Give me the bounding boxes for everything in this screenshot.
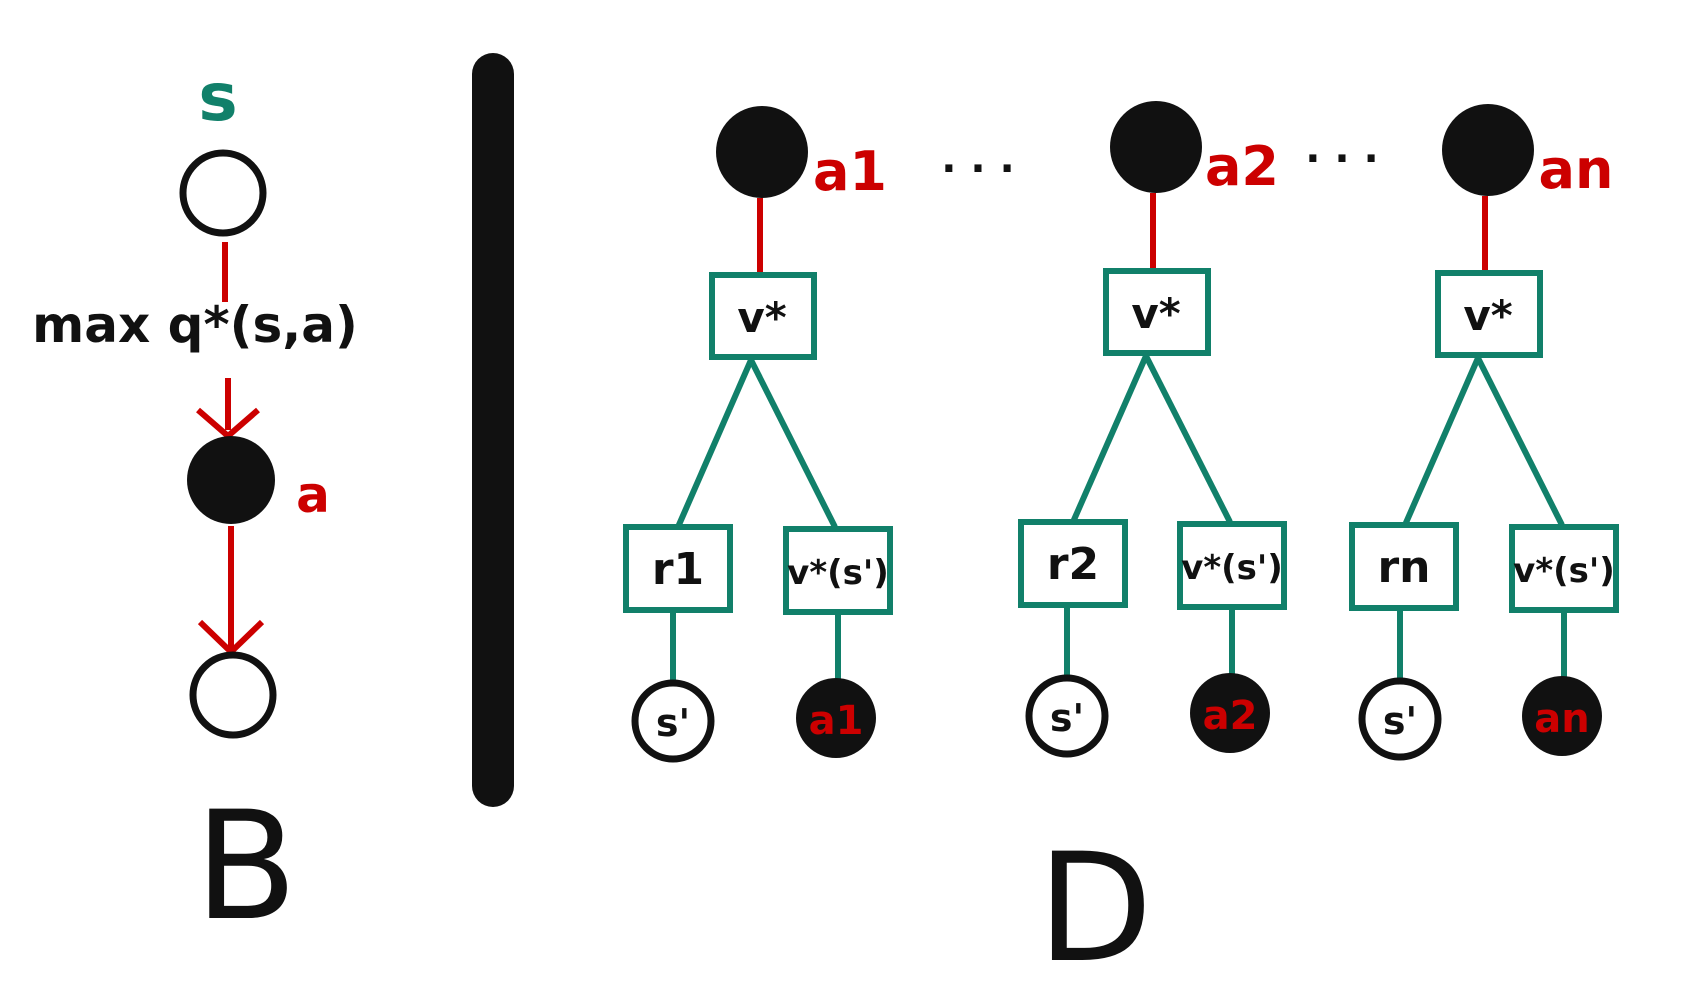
tree-n-action-label: an xyxy=(1539,138,1614,201)
tree-1-next-state-text: s' xyxy=(656,701,690,745)
state-label: s xyxy=(198,59,237,136)
tree-n-leaf-action-node xyxy=(1522,676,1602,756)
tree-2: a2 v* r2 v*(s') s' a2 xyxy=(1018,101,1287,758)
tree-2-next-state-node xyxy=(1025,674,1109,758)
tree-1: a1 v* r1 v*(s') s' a1 xyxy=(623,106,893,763)
tree-n-reward-text: rn xyxy=(1377,542,1430,593)
state-node xyxy=(179,149,267,237)
tree-1-value-box xyxy=(709,272,817,360)
tree-2-left-branch xyxy=(1070,354,1149,524)
caption-b: B xyxy=(195,780,298,954)
tree-1-leaf-action-node xyxy=(796,678,876,758)
tree-2-action-label: a2 xyxy=(1205,135,1279,198)
tree-n-next-value-box xyxy=(1509,524,1619,613)
tree-1-value-text: v* xyxy=(737,293,786,342)
tree-1-next-value-text: v*(s') xyxy=(787,553,889,593)
tree-n-action-node xyxy=(1442,104,1534,196)
caption-d: D xyxy=(1037,822,1153,996)
tree-1-next-state-node xyxy=(631,679,715,763)
next-state-node xyxy=(189,651,277,739)
tree-1-action-node xyxy=(716,106,808,198)
tree-2-right-branch xyxy=(1143,354,1233,524)
tree-1-left-branch xyxy=(675,358,754,529)
tree-2-action-node xyxy=(1110,101,1202,193)
tree-n-next-state-node xyxy=(1358,677,1442,761)
tree-n-reward-box xyxy=(1349,522,1459,611)
tree-1-right-branch xyxy=(748,358,838,529)
tree-1-next-value-box xyxy=(783,526,893,615)
tree-1-leaf-action-text: a1 xyxy=(809,698,864,744)
tree-2-leaf-action-node xyxy=(1190,673,1270,753)
action-node xyxy=(187,436,275,524)
tree-2-next-value-text: v*(s') xyxy=(1181,548,1283,588)
tree-n: an v* rn v*(s') s' an xyxy=(1349,104,1619,761)
tree-2-next-state-text: s' xyxy=(1050,696,1084,740)
action-label: a xyxy=(296,466,330,524)
tree-2-next-value-box xyxy=(1177,521,1287,610)
tree-n-value-box xyxy=(1435,270,1543,358)
tree-2-leaf-action-text: a2 xyxy=(1203,693,1258,739)
right-diagram: . . . . . . D xyxy=(941,126,1378,996)
ellipsis-2: . . . xyxy=(1305,126,1378,172)
tree-2-value-text: v* xyxy=(1131,289,1180,338)
tree-2-value-box xyxy=(1103,268,1211,356)
tree-1-reward-text: r1 xyxy=(652,544,704,595)
arrowhead-1 xyxy=(196,407,260,440)
tree-2-reward-box xyxy=(1018,519,1128,608)
tree-n-value-text: v* xyxy=(1463,291,1512,340)
tree-n-next-state-text: s' xyxy=(1383,699,1417,743)
max-q-label: max q*(s,a) xyxy=(32,296,358,354)
tree-2-reward-text: r2 xyxy=(1047,539,1099,590)
tree-n-next-value-text: v*(s') xyxy=(1513,551,1615,591)
left-diagram: s max q*(s,a) a B xyxy=(32,59,358,954)
ellipsis-1: . . . xyxy=(941,136,1014,182)
tree-n-right-branch xyxy=(1475,356,1565,527)
tree-1-action-label: a1 xyxy=(813,140,887,203)
tree-1-reward-box xyxy=(623,524,733,613)
tree-n-leaf-action-text: an xyxy=(1534,696,1589,742)
tree-n-left-branch xyxy=(1402,356,1481,527)
